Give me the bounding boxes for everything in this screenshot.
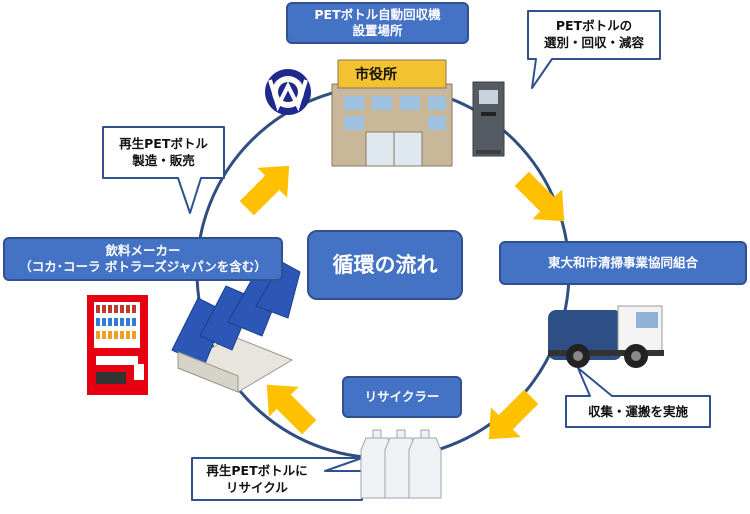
center-title: 循環の流れ xyxy=(332,253,438,277)
node-machine-location-line1: PETボトル自動回収機 xyxy=(314,7,441,22)
callout-sort-collect-line2: 選別・回収・減容 xyxy=(543,35,644,50)
callout-collect-transport-line1: 収集・運搬を実施 xyxy=(587,404,688,419)
callout-collect-transport-text: 収集・運搬を実施 xyxy=(568,403,708,420)
callout-manufacture-text: 再生PETボトル 製造・販売 xyxy=(105,135,222,169)
callout-sort-collect xyxy=(527,10,661,89)
callout-sort-collect-text: PETボトルの 選別・回収・減容 xyxy=(530,17,658,51)
callout-manufacture-line2: 製造・販売 xyxy=(132,153,195,168)
callout-recycle-line1: 再生PETボトルに xyxy=(206,463,308,478)
factory-icon xyxy=(171,261,301,393)
pet-collection-machine-icon xyxy=(472,81,505,157)
node-union-label: 東大和市清掃事業協同組合 xyxy=(547,255,698,270)
callout-manufacture-line1: 再生PETボトル xyxy=(119,136,208,151)
callout-manufacture xyxy=(102,126,225,214)
callout-collect-transport xyxy=(565,367,711,428)
garbage-truck-icon xyxy=(548,305,664,368)
city-emblem-icon xyxy=(265,69,311,115)
node-beverage-maker: 飲料メーカー （コカ･コーラ ボトラーズジャパンを含む） xyxy=(3,237,283,281)
flow-arrow-to-recycler xyxy=(488,389,539,440)
node-machine-location: PETボトル自動回収機 設置場所 xyxy=(286,2,469,44)
center-title-box: 循環の流れ xyxy=(307,230,463,300)
vending-machine-icon xyxy=(87,295,148,395)
flow-arrow-to-city-hall xyxy=(239,165,290,216)
node-recycler: リサイクラー xyxy=(342,376,462,418)
city-hall-sign: 市役所 xyxy=(355,67,397,83)
node-union: 東大和市清掃事業協同組合 xyxy=(499,241,747,285)
callout-recycle-line2: リサイクル xyxy=(226,480,288,495)
flow-arrow-to-union xyxy=(514,171,565,222)
node-beverage-maker-line1: 飲料メーカー xyxy=(105,243,181,258)
city-hall-building-icon xyxy=(331,59,453,167)
node-recycler-label: リサイクラー xyxy=(364,389,440,404)
pet-bottles-icon xyxy=(360,429,442,499)
callout-sort-collect-line1: PETボトルの xyxy=(555,18,633,33)
callout-recycle-text: 再生PETボトルに リサイクル xyxy=(194,462,320,496)
flow-arrow-to-factory xyxy=(266,384,317,435)
node-beverage-maker-line2: （コカ･コーラ ボトラーズジャパンを含む） xyxy=(19,259,267,274)
node-machine-location-line2: 設置場所 xyxy=(352,23,403,38)
